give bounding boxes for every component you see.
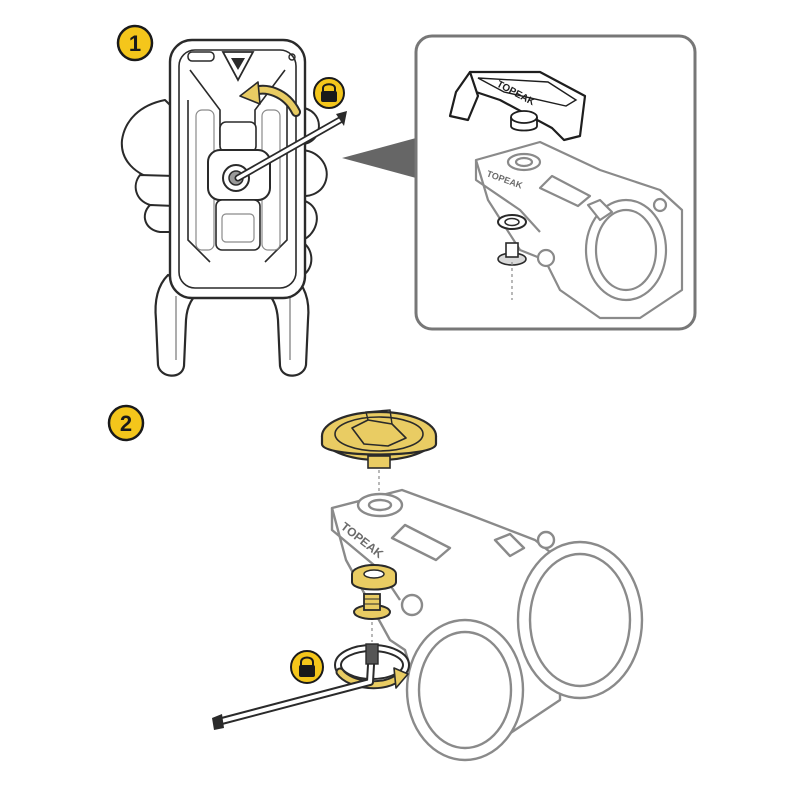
- phone-mount-legs: [154, 273, 310, 377]
- curved-arrow-icon: [239, 81, 301, 117]
- phone-case: [168, 38, 307, 300]
- gold-screw: [353, 593, 391, 642]
- stem-mount-large: TOPEAK: [330, 488, 644, 762]
- mount-adapter: TOPEAK: [448, 70, 587, 142]
- hex-key-icon: [212, 643, 379, 730]
- gold-washer: [351, 564, 397, 591]
- step-1-badge: 1: [116, 24, 154, 62]
- hex-key-icon: [234, 111, 347, 182]
- lock-icon: [313, 77, 345, 109]
- stem-mount: TOPEAK: [474, 140, 684, 320]
- gold-adapter-plate: [320, 409, 438, 505]
- step-1-number: 1: [129, 31, 141, 56]
- washer-inset: [497, 214, 527, 300]
- step-2-badge: 2: [107, 404, 145, 442]
- detail-inset: TOPEAK TOPEAK: [414, 34, 697, 331]
- callout-pointer: [342, 138, 416, 178]
- lock-icon: [290, 650, 324, 684]
- step-2-number: 2: [120, 411, 132, 436]
